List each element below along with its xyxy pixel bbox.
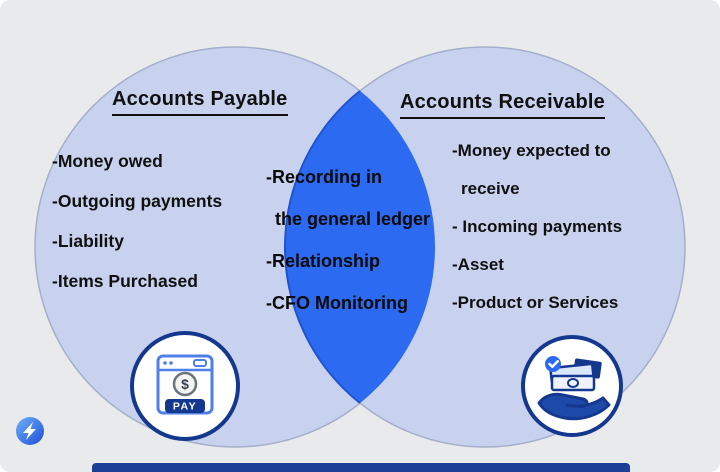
list-item: the general ledger <box>275 209 431 229</box>
list-item: receive <box>461 179 520 198</box>
intersection-lens <box>284 47 435 447</box>
accounts-receivable-list: -Money expected to receive - Incoming pa… <box>452 138 622 328</box>
accounts-receivable-title: Accounts Receivable <box>400 91 605 119</box>
list-item: -Liability <box>52 231 124 251</box>
list-item: -Asset <box>452 255 504 274</box>
shared-traits-list: -Recording in the general ledger -Relati… <box>266 164 430 332</box>
list-item: -Money expected to <box>452 141 611 160</box>
cash-in-hand-icon <box>519 333 625 439</box>
currency-symbol: $ <box>181 376 189 392</box>
list-item: -Recording in <box>266 167 382 187</box>
accounts-payable-title: Accounts Payable <box>112 88 288 116</box>
list-item: -Relationship <box>266 251 381 271</box>
list-item: - Incoming payments <box>452 217 623 236</box>
bottom-bar <box>92 463 630 472</box>
list-item: -CFO Monitoring <box>266 293 408 313</box>
pay-button-label: PAY <box>173 401 197 413</box>
accounts-payable-list: -Money owed -Outgoing payments -Liabilit… <box>52 150 222 310</box>
list-item: -Product or Services <box>452 293 619 312</box>
list-item: -Outgoing payments <box>52 191 223 211</box>
brand-lightning-logo <box>14 415 46 447</box>
pay-browser-icon: $ PAY <box>128 329 242 443</box>
list-item: -Items Purchased <box>52 271 198 291</box>
list-item: -Money owed <box>52 151 163 171</box>
